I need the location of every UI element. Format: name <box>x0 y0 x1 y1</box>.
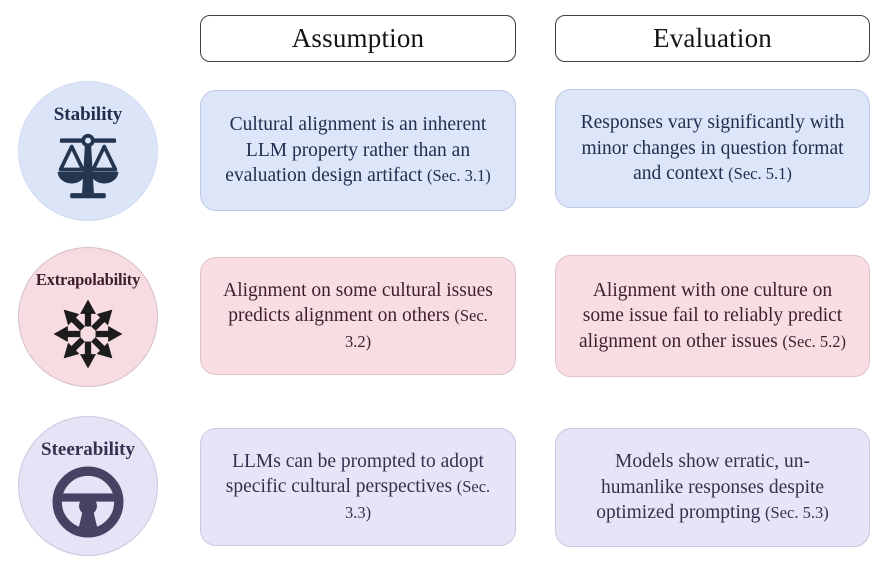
row-badge-steerability: Steerability <box>18 416 158 556</box>
steering-wheel-icon <box>52 466 124 538</box>
evaluation-cell-extrapolability: Alignment with one culture on some issue… <box>555 255 870 377</box>
evaluation-text-extrapolability: Alignment with one culture on some issue… <box>578 279 843 352</box>
assumption-cell-steerability: LLMs can be prompted to adopt specific c… <box>200 428 516 546</box>
evaluation-cell-steerability: Models show erratic, un-humanlike respon… <box>555 428 870 547</box>
section-ref: (Sec. 5.1) <box>728 164 792 184</box>
column-header-evaluation: Evaluation <box>555 15 870 62</box>
assumption-cell-stability: Cultural alignment is an inherent LLM pr… <box>200 90 516 211</box>
balance-scale-icon <box>57 133 119 199</box>
row-label-stability: Stability <box>53 104 123 125</box>
radiating-arrows-icon <box>53 299 123 369</box>
assumption-text-steerability: LLMs can be prompted to adopt specific c… <box>225 450 484 498</box>
evaluation-text-stability: Responses vary significantly with minor … <box>580 112 845 185</box>
row-label-extrapolability: Extrapolability <box>35 270 141 289</box>
section-ref: (Sec. 5.3) <box>765 503 829 523</box>
row-badge-extrapolability: Extrapolability <box>18 247 158 387</box>
row-label-steerability: Steerability <box>41 439 135 460</box>
section-ref: (Sec. 3.2) <box>344 306 488 351</box>
section-ref: (Sec. 3.3) <box>344 477 491 522</box>
column-header-assumption: Assumption <box>200 15 516 62</box>
evaluation-cell-stability: Responses vary significantly with minor … <box>555 89 870 208</box>
section-ref: (Sec. 3.1) <box>427 166 491 186</box>
section-ref: (Sec. 5.2) <box>782 331 847 351</box>
assumption-text-stability: Cultural alignment is an inherent LLM pr… <box>225 114 487 187</box>
assumption-text-extrapolability: Alignment on some cultural issues predic… <box>223 279 493 327</box>
row-badge-stability: Stability <box>18 81 158 221</box>
evaluation-text-steerability: Models show erratic, un-humanlike respon… <box>596 451 825 524</box>
assumption-cell-extrapolability: Alignment on some cultural issues predic… <box>200 257 516 375</box>
